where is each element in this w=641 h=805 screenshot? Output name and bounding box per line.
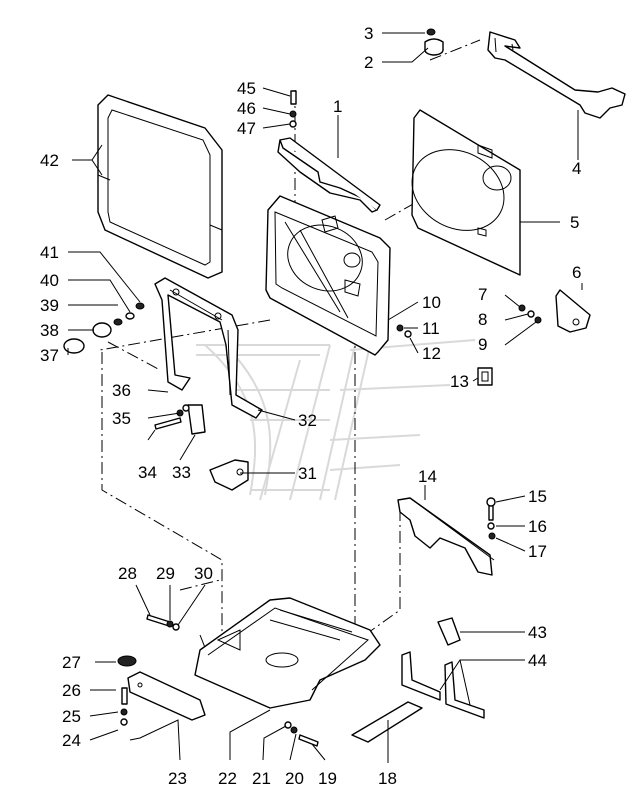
link-33-part bbox=[154, 404, 206, 435]
callout-24: 24 bbox=[62, 731, 81, 750]
callout-41: 41 bbox=[40, 243, 59, 262]
callout-1: 1 bbox=[333, 97, 342, 116]
callout-16: 16 bbox=[528, 517, 547, 536]
rubber-mount-part bbox=[424, 28, 444, 56]
bolt-24-26 bbox=[120, 687, 128, 726]
lower-support-part bbox=[397, 497, 495, 576]
bolt-45-47 bbox=[289, 90, 297, 128]
callout-34: 34 bbox=[138, 463, 157, 482]
bracket-31-part bbox=[209, 459, 249, 491]
callout-21: 21 bbox=[252, 769, 271, 788]
callout-42: 42 bbox=[40, 151, 59, 170]
callout-10: 10 bbox=[422, 293, 441, 312]
callout-22: 22 bbox=[218, 769, 237, 788]
bolt-19-21 bbox=[284, 721, 319, 747]
callout-4: 4 bbox=[572, 159, 581, 178]
callout-labels: 3 2 4 5 6 7 8 9 1 45 46 47 42 41 40 39 3… bbox=[40, 24, 581, 788]
bar-18-part bbox=[351, 701, 423, 743]
callout-38: 38 bbox=[40, 321, 59, 340]
callout-13: 13 bbox=[450, 372, 469, 391]
support-frame-part bbox=[154, 277, 263, 419]
callout-2: 2 bbox=[364, 53, 373, 72]
callout-26: 26 bbox=[62, 681, 81, 700]
callout-14: 14 bbox=[418, 467, 437, 486]
callout-3: 3 bbox=[364, 24, 373, 43]
callout-6: 6 bbox=[572, 263, 581, 282]
callout-39: 39 bbox=[40, 296, 59, 315]
watermark-logo bbox=[196, 339, 476, 501]
callout-5: 5 bbox=[570, 213, 579, 232]
callout-46: 46 bbox=[237, 99, 256, 118]
callout-17: 17 bbox=[528, 542, 547, 561]
mounting-bracket-part bbox=[487, 31, 626, 119]
callout-27: 27 bbox=[62, 653, 81, 672]
callout-15: 15 bbox=[528, 487, 547, 506]
callout-31: 31 bbox=[298, 464, 317, 483]
callout-35: 35 bbox=[112, 409, 131, 428]
callout-9: 9 bbox=[478, 335, 487, 354]
plate-23-part bbox=[127, 671, 206, 721]
callout-43: 43 bbox=[528, 623, 547, 642]
callout-33: 33 bbox=[172, 463, 191, 482]
fasteners-11-12 bbox=[396, 324, 412, 338]
callout-19: 19 bbox=[318, 769, 337, 788]
callout-44: 44 bbox=[528, 651, 547, 670]
bushings-37-41 bbox=[63, 302, 145, 354]
rubber-pad-27 bbox=[117, 655, 137, 667]
callout-29: 29 bbox=[156, 564, 175, 583]
callout-37: 37 bbox=[40, 346, 59, 365]
small-bracket-part bbox=[518, 289, 591, 333]
callout-47: 47 bbox=[237, 119, 256, 138]
callout-28: 28 bbox=[118, 564, 137, 583]
fasteners-15-17 bbox=[486, 497, 496, 540]
callout-11: 11 bbox=[422, 319, 440, 338]
callout-32: 32 bbox=[298, 411, 317, 430]
bolt-28-30 bbox=[146, 614, 180, 631]
callout-36: 36 bbox=[112, 381, 131, 400]
callout-40: 40 bbox=[40, 271, 59, 290]
side-panel-part bbox=[411, 109, 521, 276]
seal-frame-part bbox=[97, 94, 223, 279]
callout-7: 7 bbox=[478, 285, 487, 304]
fan-shroud-part bbox=[265, 195, 391, 356]
grommet-part bbox=[477, 367, 493, 386]
channel-44-part bbox=[401, 651, 485, 719]
callout-8: 8 bbox=[478, 310, 487, 329]
callout-30: 30 bbox=[194, 564, 213, 583]
callout-45: 45 bbox=[237, 79, 256, 98]
leader-lines bbox=[67, 32, 583, 763]
callout-12: 12 bbox=[422, 344, 441, 363]
callout-23: 23 bbox=[168, 769, 187, 788]
clip-43-part bbox=[437, 617, 461, 646]
callout-25: 25 bbox=[62, 707, 81, 726]
bracket-plate-part bbox=[277, 137, 381, 213]
floor-plate-part bbox=[194, 597, 381, 709]
callout-18: 18 bbox=[378, 769, 397, 788]
callout-20: 20 bbox=[285, 769, 304, 788]
